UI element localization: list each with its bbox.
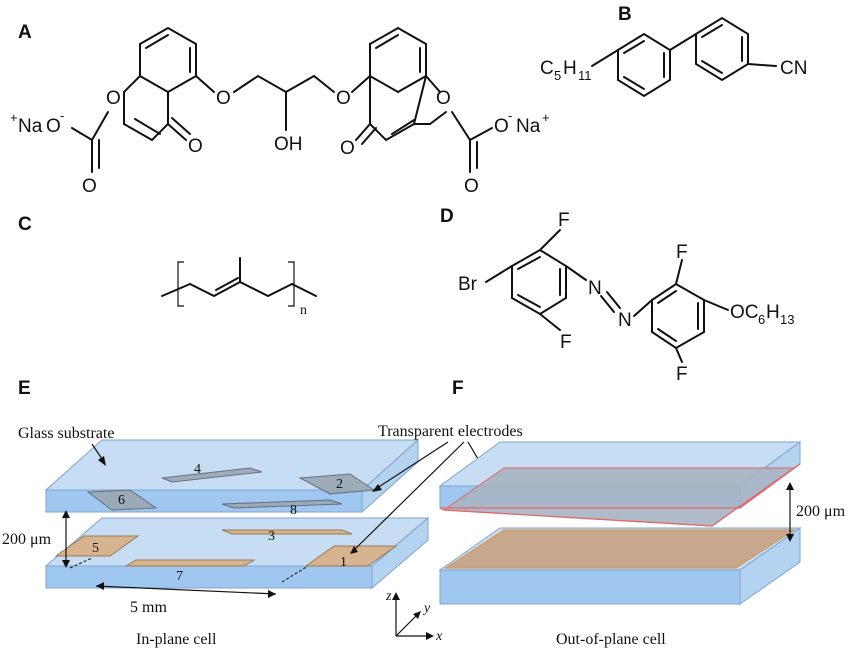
panel-a-letter: A: [18, 22, 32, 43]
electrode-number-7: 7: [176, 569, 183, 584]
in-plane-caption: In-plane cell: [136, 631, 217, 648]
electrode-number-1: 1: [340, 555, 347, 570]
panel-c: C n: [18, 214, 317, 318]
width-label: 5 mm: [130, 599, 167, 616]
azo-nitrogen-2: N: [618, 310, 632, 331]
bromine-atom: Br: [458, 274, 478, 295]
biphenyl-ring-left: [617, 32, 671, 98]
left-minus: -: [60, 108, 64, 123]
azo-nitrogen-1: N: [588, 278, 602, 299]
right-keto-oxygen: O: [340, 138, 355, 159]
electrode-number-6: 6: [118, 493, 125, 508]
panel-b-letter: B: [618, 4, 632, 25]
left-keto-oxygen: O: [188, 136, 203, 157]
electrode-number-3: 3: [268, 529, 275, 544]
width-arrow: [95, 585, 277, 595]
right-na-plus: +: [542, 110, 550, 125]
f-bottom-glass-side: [739, 527, 801, 605]
left-bracket: [177, 261, 184, 307]
pentyl-carbon: C: [540, 58, 554, 79]
axis-z: z: [385, 589, 392, 604]
out-of-plane-caption: Out-of-plane cell: [556, 631, 666, 648]
electrode-6: [86, 489, 158, 511]
right-benzene-ring: [369, 26, 427, 94]
electrode-1: [304, 545, 398, 567]
left-carboxylate-oxygen: O: [46, 116, 61, 137]
panel-f-letter: F: [452, 378, 464, 399]
glass-substrate-label: Glass substrate: [18, 425, 114, 442]
axis-indicator: z y x: [385, 589, 443, 644]
electrode-number-5: 5: [92, 541, 99, 556]
panel-e: E 4 2 6 8 3 5 1 7 5 mm: [2, 378, 523, 648]
right-ring-oxygen: O: [436, 88, 451, 109]
electrode-number-2: 2: [336, 477, 343, 492]
left-acid-oxygen: O: [82, 176, 97, 197]
panel-a: A O O O + Na O - O OH O: [10, 22, 550, 197]
repeat-unit-n: n: [300, 303, 307, 318]
axis-y: y: [422, 601, 431, 616]
biphenyl-ring-right: [695, 16, 749, 82]
electrode-5: [54, 535, 140, 557]
bromo-ring: [511, 248, 567, 316]
right-sodium: Na: [516, 116, 541, 137]
panel-d: D Br F F N N F F OC 6 H 13: [440, 206, 794, 385]
electrode-7: [124, 559, 256, 567]
pentyl-hydrogen-count: 11: [578, 68, 592, 83]
right-carboxylate-oxygen: O: [494, 116, 509, 137]
bottom-glass-side: [371, 516, 429, 590]
f-top-electrode: [442, 467, 796, 527]
right-minus: -: [508, 108, 512, 123]
left-pyranone-ring: [123, 75, 169, 142]
panel-e-letter: E: [18, 378, 31, 399]
alkoxy-carbon-count: 6: [758, 312, 765, 327]
electrode-8: [221, 499, 343, 509]
fluorine-top-left: F: [558, 210, 570, 231]
f-bottom-electrode: [443, 529, 797, 569]
left-ring-oxygen: O: [106, 88, 121, 109]
hydroxyl-group: OH: [274, 134, 303, 155]
f-bottom-glass-front: [439, 569, 741, 605]
electrode-4: [161, 467, 263, 483]
pentyl-carbon-count: 5: [554, 68, 561, 83]
gap-label-f: 200 μm: [796, 503, 846, 520]
panel-f: F 200 μm Out-of-plane cell: [438, 378, 846, 648]
alkoxy-oxygen-carbon: OC: [730, 302, 759, 323]
fluorine-bottom-left: F: [560, 332, 572, 353]
left-ether-oxygen: O: [216, 88, 231, 109]
panel-b: B C 5 H 11 CN: [540, 4, 807, 98]
electrode-number-8: 8: [290, 503, 297, 518]
pentyl-hydrogen: H: [563, 58, 577, 79]
gap-label-e: 200 μm: [2, 531, 52, 548]
axis-x: x: [435, 629, 443, 644]
alkoxy-hydrogen-count: 13: [780, 312, 794, 327]
left-benzene-ring: [139, 26, 197, 94]
bottom-glass-front: [45, 565, 373, 589]
fluorine-top-right: F: [676, 242, 688, 263]
right-acid-oxygen: O: [464, 176, 479, 197]
electrode-3: [221, 529, 353, 535]
right-ether-oxygen: O: [336, 88, 351, 109]
alkoxy-ring: [651, 282, 705, 350]
fluorine-bottom-right: F: [676, 364, 688, 385]
cyano-group: CN: [780, 58, 807, 79]
panel-c-letter: C: [18, 214, 32, 235]
alkoxy-hydrogen: H: [766, 302, 780, 323]
left-na-plus: +: [10, 110, 18, 125]
panel-d-letter: D: [440, 206, 454, 227]
electrode-number-4: 4: [194, 462, 201, 477]
left-sodium: Na: [18, 116, 43, 137]
transparent-electrodes-label: Transparent electrodes: [378, 423, 523, 440]
